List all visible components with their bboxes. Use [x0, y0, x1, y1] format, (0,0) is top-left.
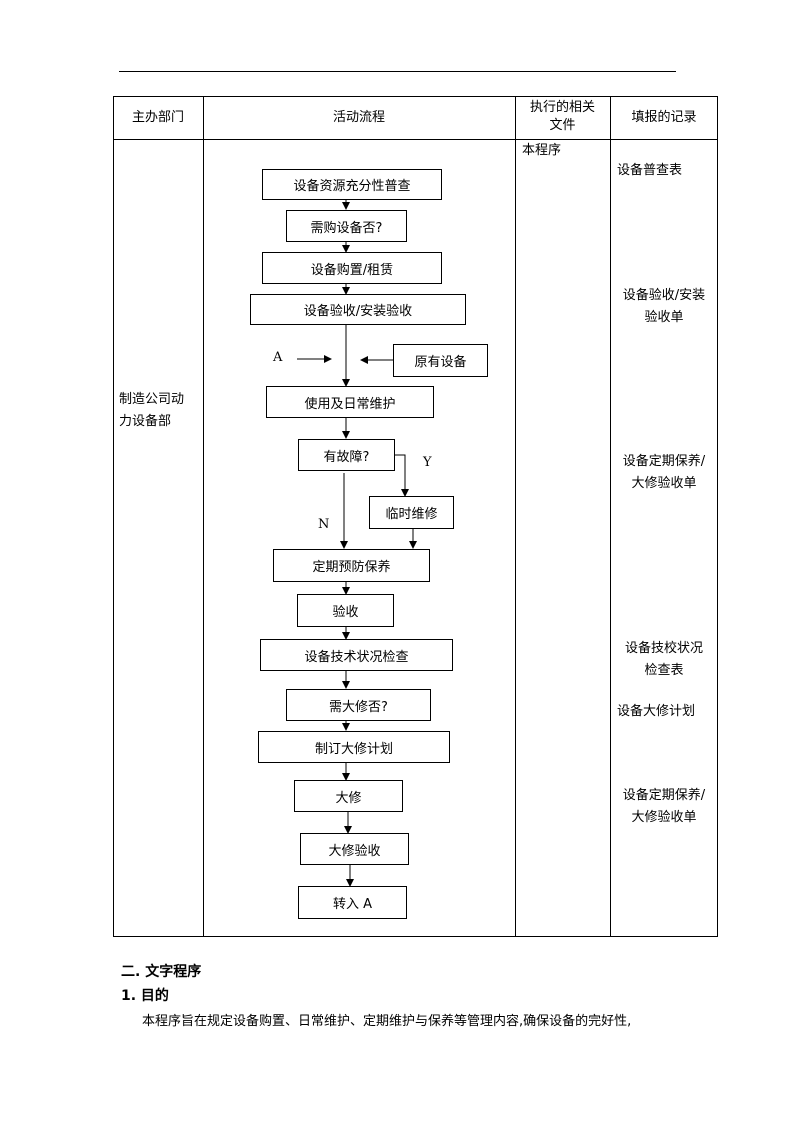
record-maintenance-line2: 大修验收单 — [631, 476, 697, 491]
procedure-table — [113, 96, 718, 937]
header-docs-line1: 执行的相关 — [529, 100, 595, 115]
step-acceptance: 设备验收/安装验收 — [250, 294, 466, 325]
record-inspection: 设备技校状况 检查表 — [610, 638, 718, 682]
section-heading: 二. 文字程序 — [121, 964, 202, 980]
step-purchase-needed: 需购设备否? — [286, 210, 407, 242]
connector-label-no: N — [318, 517, 330, 532]
record-acceptance: 设备验收/安装 验收单 — [610, 285, 718, 329]
header-flow: 活动流程 — [332, 110, 385, 125]
step-technical-check: 设备技术状况检查 — [260, 639, 453, 671]
step-overhaul-plan: 制订大修计划 — [258, 731, 450, 763]
connector-label-a: A — [273, 350, 283, 365]
record-overhaul-plan: 设备大修计划 — [617, 704, 696, 719]
column-divider — [203, 96, 204, 937]
column-divider — [610, 96, 611, 937]
header-department: 主办部门 — [131, 110, 184, 125]
record-acceptance-line2: 验收单 — [644, 310, 684, 325]
record-maintenance-line1: 设备定期保养/ — [622, 454, 706, 469]
top-rule — [119, 71, 676, 72]
header-divider — [113, 139, 718, 140]
step-temporary-repair: 临时维修 — [369, 496, 454, 529]
section-subheading: 1. 目的 — [121, 988, 169, 1004]
step-fault-check: 有故障? — [298, 439, 395, 471]
header-docs-line2: 文件 — [549, 118, 576, 133]
record-inspection-line1: 设备技校状况 — [624, 641, 703, 656]
connector-label-yes: Y — [423, 455, 432, 470]
section-paragraph: 本程序旨在规定设备购置、日常维护、定期维护与保养等管理内容,确保设备的完好性, — [142, 1014, 632, 1029]
step-existing-equipment: 原有设备 — [393, 344, 488, 377]
step-resource-survey: 设备资源充分性普查 — [262, 169, 442, 200]
header-docs: 执行的相关 文件 — [515, 99, 610, 135]
step-overhaul: 大修 — [294, 780, 403, 812]
step-overhaul-needed: 需大修否? — [286, 689, 431, 721]
record-overhaul-acceptance: 设备定期保养/ 大修验收单 — [610, 785, 718, 829]
record-survey: 设备普查表 — [617, 163, 683, 178]
record-acceptance-line1: 设备验收/安装 — [622, 288, 706, 303]
step-overhaul-acceptance: 大修验收 — [300, 833, 409, 865]
record-inspection-line2: 检查表 — [644, 663, 684, 678]
step-daily-maintenance: 使用及日常维护 — [266, 386, 434, 418]
record-maintenance: 设备定期保养/ 大修验收单 — [610, 451, 718, 495]
department-line2: 力设备部 — [119, 414, 172, 429]
department-cell: 制造公司动 力设备部 — [119, 389, 184, 433]
step-inspection-acceptance: 验收 — [297, 594, 394, 627]
docs-cell: 本程序 — [522, 143, 562, 158]
record-overhaul-acceptance-line2: 大修验收单 — [631, 810, 697, 825]
step-purchase-lease: 设备购置/租赁 — [262, 252, 442, 284]
department-line1: 制造公司动 — [119, 392, 185, 407]
step-preventive-maintenance: 定期预防保养 — [273, 549, 430, 582]
step-return-to-a: 转入 A — [298, 886, 407, 919]
column-divider — [515, 96, 516, 937]
header-records: 填报的记录 — [631, 110, 697, 125]
record-overhaul-acceptance-line1: 设备定期保养/ — [622, 788, 706, 803]
